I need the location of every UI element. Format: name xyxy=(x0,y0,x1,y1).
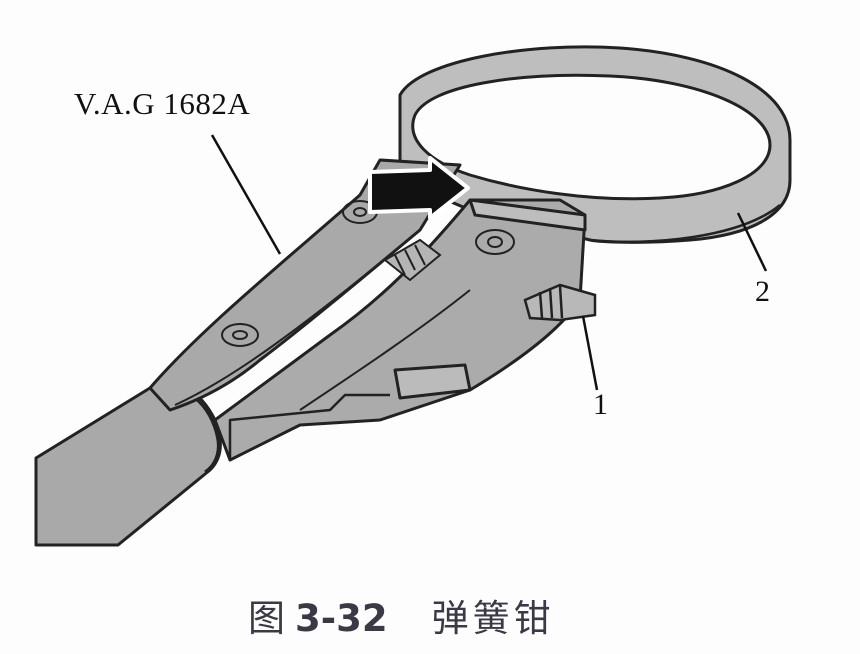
caption-prefix: 图 xyxy=(248,597,285,640)
pliers-handle xyxy=(34,383,222,547)
tool-model-label: V.A.G 1682A xyxy=(74,86,251,121)
pliers-lower-arm xyxy=(213,198,587,462)
leader-line-1 xyxy=(581,315,599,391)
hose-clamp-ring xyxy=(398,45,792,244)
adjuster-spindle xyxy=(523,283,597,322)
leader-line-2 xyxy=(736,212,768,272)
caption-figure-number: 3-32 xyxy=(295,597,388,640)
direction-arrow-icon xyxy=(368,156,470,220)
callout-number-1: 1 xyxy=(593,388,608,421)
pliers-jaw-mechanism xyxy=(383,238,442,282)
leader-line-tool xyxy=(210,134,282,255)
pliers-upper-arm xyxy=(148,158,462,412)
leader-lines xyxy=(210,134,768,391)
callout-number-2: 2 xyxy=(755,275,770,308)
caption-title: 弹簧钳 xyxy=(431,597,555,640)
